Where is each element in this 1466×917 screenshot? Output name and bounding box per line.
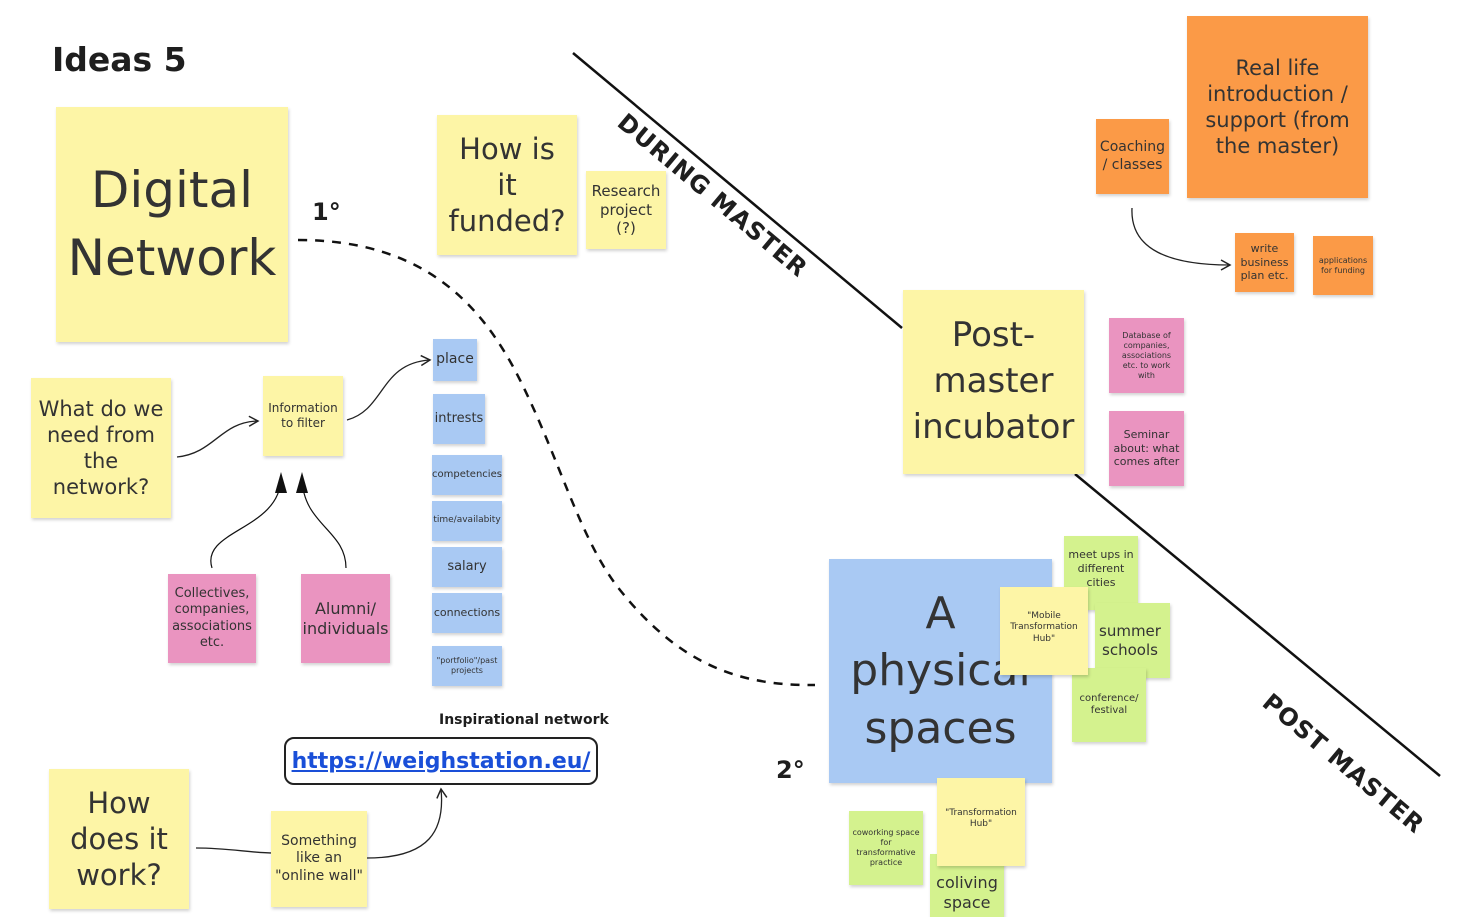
- note-text: "portfolio"/past projects: [436, 656, 498, 675]
- note-text: write business plan etc.: [1240, 241, 1289, 283]
- note-text: A physical spaces: [850, 588, 1031, 754]
- note-text: coworking space for transformative pract…: [852, 828, 920, 867]
- divider-line-upper: [572, 52, 903, 329]
- note-intrests[interactable]: intrests: [433, 394, 485, 444]
- note-seminar[interactable]: Seminar about: what comes after: [1109, 411, 1184, 486]
- note-text: time/availabity: [433, 515, 501, 526]
- note-place[interactable]: place: [433, 339, 477, 381]
- marker-2: 2°: [776, 756, 805, 784]
- note-text: Research project (?): [591, 181, 661, 238]
- board-title: Ideas 5: [52, 40, 187, 79]
- note-text: salary: [447, 558, 487, 574]
- note-text: competencies: [432, 468, 502, 480]
- note-text: How is it funded?: [448, 131, 566, 239]
- note-real-life[interactable]: Real life introduction / support (from t…: [1187, 16, 1368, 198]
- note-text: Coaching / classes: [1099, 139, 1166, 173]
- note-transformation-hub[interactable]: "Transformation Hub": [937, 778, 1025, 866]
- arrow-filter-to-place: [346, 354, 432, 421]
- note-text: Real life introduction / support (from t…: [1205, 55, 1350, 159]
- note-research-project[interactable]: Research project (?): [586, 171, 666, 249]
- note-text: coliving space: [936, 873, 998, 912]
- note-mobile-hub[interactable]: "Mobile Transformation Hub": [1000, 587, 1088, 675]
- note-alumni[interactable]: Alumni/ individuals: [301, 574, 390, 663]
- note-post-master-incubator[interactable]: Post-master incubator: [903, 290, 1084, 474]
- note-text: summer schools: [1099, 621, 1161, 659]
- arrow-coaching-to-business: [1131, 207, 1232, 271]
- note-text: Alumni/ individuals: [302, 598, 389, 638]
- note-text: conference/ festival: [1079, 692, 1139, 717]
- note-text: Collectives, companies, associations etc…: [172, 586, 252, 650]
- line-work-to-wall: [195, 847, 275, 854]
- note-connections[interactable]: connections: [432, 593, 502, 633]
- note-text: intrests: [434, 410, 484, 426]
- note-write-business[interactable]: write business plan etc.: [1235, 233, 1294, 292]
- arrow-need-to-filter: [176, 415, 260, 458]
- note-conference[interactable]: conference/ festival: [1072, 668, 1146, 742]
- note-text: Information to filter: [268, 401, 338, 430]
- note-digital-network[interactable]: Digital Network: [56, 107, 288, 342]
- note-text: Database of companies, associations etc.…: [1121, 330, 1172, 380]
- note-online-wall[interactable]: Something like an "online wall": [271, 811, 367, 907]
- note-text: Digital Network: [67, 161, 277, 287]
- note-information-filter[interactable]: Information to filter: [263, 376, 343, 456]
- note-text: "Transformation Hub": [945, 808, 1017, 830]
- note-competencies[interactable]: competencies: [432, 455, 502, 495]
- inspirational-network-label: Inspirational network: [439, 712, 609, 728]
- arrow-alumni-to-filter: [301, 477, 347, 569]
- weighstation-link[interactable]: https://weighstation.eu/: [291, 748, 591, 774]
- divider-line-lower: [1074, 473, 1441, 777]
- note-applications[interactable]: applications for funding: [1313, 236, 1373, 295]
- note-portfolio[interactable]: "portfolio"/past projects: [432, 646, 502, 686]
- note-text: Seminar about: what comes after: [1113, 427, 1180, 469]
- note-text: "Mobile Transformation Hub": [1010, 611, 1078, 644]
- note-collectives[interactable]: Collectives, companies, associations etc…: [168, 574, 256, 663]
- note-text: How does it work?: [70, 785, 168, 893]
- note-text: meet ups in different cities: [1068, 548, 1134, 589]
- link-box[interactable]: https://weighstation.eu/: [284, 737, 598, 785]
- note-text: connections: [433, 606, 501, 620]
- note-text: applications for funding: [1318, 255, 1368, 275]
- note-how-work[interactable]: How does it work?: [49, 769, 189, 909]
- marker-1: 1°: [312, 198, 341, 226]
- arrow-wall-to-link: [366, 787, 448, 859]
- note-time-availability[interactable]: time/availabity: [432, 501, 502, 541]
- note-how-funded[interactable]: How is it funded?: [437, 115, 577, 255]
- note-what-need[interactable]: What do we need from the network?: [31, 378, 171, 518]
- note-text: Something like an "online wall": [275, 832, 363, 884]
- note-text: What do we need from the network?: [38, 396, 164, 500]
- note-text: place: [436, 351, 474, 368]
- note-salary[interactable]: salary: [432, 547, 502, 587]
- arrow-collectives-to-filter: [210, 477, 282, 569]
- note-text: Post-master incubator: [912, 315, 1075, 447]
- note-coworking[interactable]: coworking space for transformative pract…: [849, 811, 923, 885]
- dashed-connector: [297, 238, 816, 687]
- note-coaching[interactable]: Coaching / classes: [1096, 119, 1169, 194]
- note-summer-schools[interactable]: summer schools: [1095, 603, 1170, 678]
- note-database[interactable]: Database of companies, associations etc.…: [1109, 318, 1184, 393]
